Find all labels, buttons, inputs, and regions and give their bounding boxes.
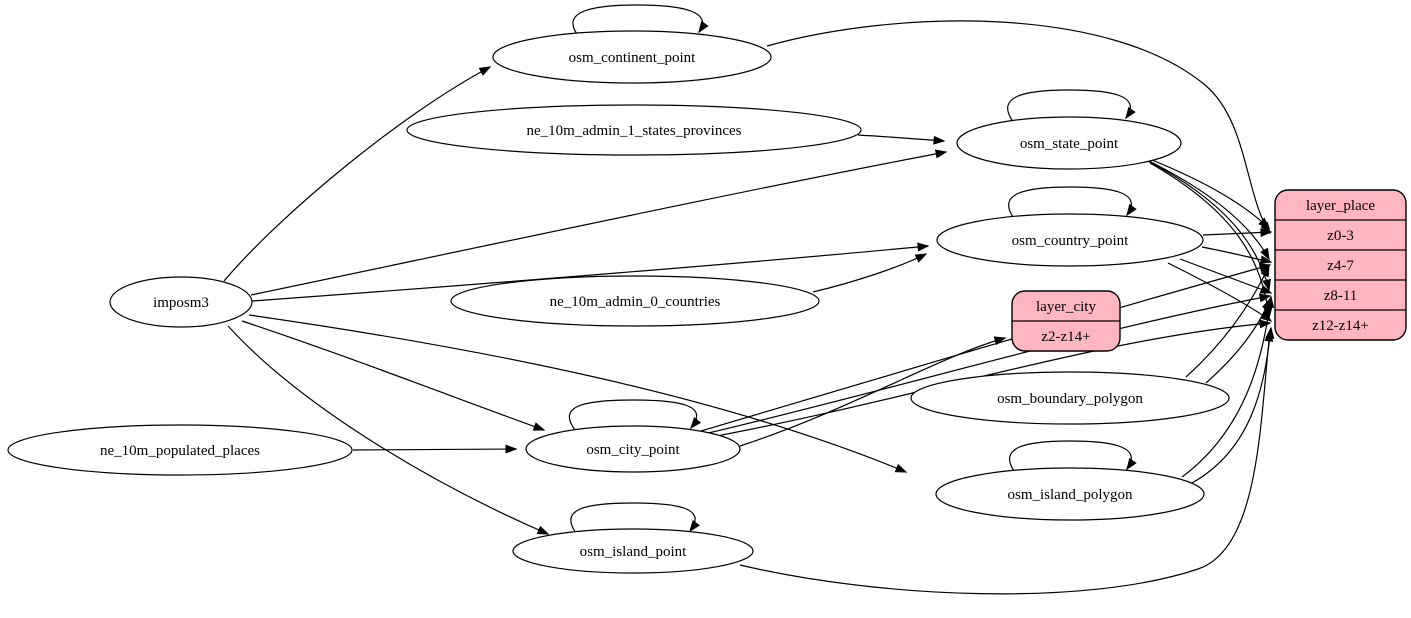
- edge-osm_state_point-to-osm_state_point: [1007, 89, 1136, 121]
- node-shape-osm_continent_point: [492, 30, 772, 84]
- edge-osm_city_point-to-layer_place-z12-z14+: [705, 319, 1272, 439]
- node-shape-osm_city_point: [525, 425, 741, 473]
- edge-osm_island_polygon-to-layer_place-z8-11: [1181, 295, 1275, 478]
- edge-osm_continent_point-to-osm_continent_point: [572, 4, 709, 35]
- edge-ne_10m_admin_1_states_provinces-to-osm_state_point: [857, 134, 946, 145]
- edge-osm_city_point-to-layer_place-z4-7: [700, 263, 1272, 432]
- node-osm_boundary_polygon: osm_boundary_polygon: [910, 371, 1230, 425]
- node-shape-osm_island_point: [512, 528, 754, 574]
- node-ne_10m_populated_places: ne_10m_populated_places: [7, 424, 353, 476]
- edge-osm_boundary_polygon-to-layer_place-z4-7: [1185, 264, 1270, 378]
- node-label-osm_continent_point: osm_continent_point: [569, 50, 696, 66]
- node-label-imposm3: imposm3: [153, 295, 209, 311]
- edge-osm_city_point-to-osm_city_point: [568, 399, 702, 431]
- edge-imposm3-to-osm_island_point: [227, 325, 550, 535]
- node-label-osm_state_point: osm_state_point: [1020, 136, 1119, 152]
- edge-osm_state_point-to-layer_place-z4-7: [1144, 158, 1270, 261]
- node-osm_continent_point: osm_continent_point: [492, 30, 772, 84]
- record-row-layer_place-z12-z14+: z12-z14+: [1312, 318, 1369, 334]
- node-label-osm_city_point: osm_city_point: [586, 442, 680, 458]
- node-label-osm_island_point: osm_island_point: [580, 544, 688, 560]
- record-row-layer_city-layer_city: layer_city: [1036, 299, 1096, 315]
- node-label-ne_10m_admin_1_states_provinces: ne_10m_admin_1_states_provinces: [527, 123, 742, 139]
- node-imposm3: imposm3: [109, 276, 253, 328]
- node-shape-ne_10m_populated_places: [7, 424, 353, 476]
- node-label-ne_10m_populated_places: ne_10m_populated_places: [100, 443, 260, 459]
- node-osm_country_point: osm_country_point: [936, 213, 1204, 267]
- node-osm_island_polygon: osm_island_polygon: [935, 467, 1205, 521]
- record-row-layer_city-z2-z14+: z2-z14+: [1041, 329, 1090, 345]
- node-osm_island_point: osm_island_point: [512, 528, 754, 574]
- record-row-layer_place-z0-3: z0-3: [1327, 228, 1354, 244]
- node-shape-osm_boundary_polygon: [910, 371, 1230, 425]
- edge-osm_island_polygon-to-osm_island_polygon: [1008, 440, 1137, 472]
- node-label-osm_island_polygon: osm_island_polygon: [1007, 487, 1133, 503]
- node-shape-osm_island_polygon: [935, 467, 1205, 521]
- node-label-ne_10m_admin_0_countries: ne_10m_admin_0_countries: [550, 294, 721, 310]
- record-layer_place: layer_place z0-3 z4-7 z8-11 z12-z14+: [1274, 189, 1407, 341]
- edge-imposm3-to-osm_island_polygon: [248, 314, 908, 473]
- record-layer_city: layer_city z2-z14+: [1011, 290, 1121, 352]
- node-shape-imposm3: [109, 276, 253, 328]
- record-row-layer_place-z8-11: z8-11: [1324, 288, 1358, 304]
- node-osm_city_point: osm_city_point: [525, 425, 741, 473]
- edge-osm_island_point-to-layer_place-z12-z14+: [739, 329, 1274, 595]
- edge-osm_state_point-to-layer_place-z0-3: [1141, 155, 1271, 230]
- node-label-osm_country_point: osm_country_point: [1012, 233, 1129, 249]
- edge-imposm3-to-osm_country_point: [251, 242, 930, 302]
- edge-osm_country_point-to-layer_place-z12-z14+: [1167, 262, 1273, 322]
- node-shape-osm_state_point: [956, 116, 1182, 170]
- edge-imposm3-to-osm_city_point: [241, 320, 546, 431]
- edge-osm_continent_point-to-layer_place-z0-3: [766, 20, 1271, 235]
- edge-imposm3-to-osm_state_point: [250, 149, 948, 296]
- node-shape-osm_country_point: [936, 213, 1204, 267]
- edge-osm_country_point-to-layer_place-z0-3: [1202, 227, 1273, 237]
- record-row-layer_place-z4-7: z4-7: [1327, 258, 1354, 274]
- edge-imposm3-to-osm_continent_point: [223, 66, 492, 282]
- node-label-osm_boundary_polygon: osm_boundary_polygon: [997, 391, 1143, 407]
- edge-ne_10m_populated_places-to-osm_city_point: [352, 444, 518, 454]
- record-row-layer_place-layer_place: layer_place: [1306, 198, 1375, 214]
- record-shape-layer_place: [1274, 189, 1407, 341]
- edge-osm_city_point-to-layer_place-z8-11: [703, 293, 1272, 435]
- edge-osm_island_point-to-osm_island_point: [570, 502, 700, 534]
- node-shape-ne_10m_admin_1_states_provinces: [406, 104, 862, 156]
- edge-osm_country_point-to-layer_place-z4-7: [1201, 246, 1273, 265]
- edge-osm_boundary_polygon-to-layer_place-z8-11: [1205, 297, 1271, 384]
- edge-osm_city_point-to-layer_city-z2-z14+: [739, 336, 1007, 447]
- node-ne_10m_admin_0_countries: ne_10m_admin_0_countries: [450, 275, 820, 327]
- edge-osm_country_point-to-osm_country_point: [1008, 186, 1137, 218]
- node-ne_10m_admin_1_states_provinces: ne_10m_admin_1_states_provinces: [406, 104, 862, 156]
- node-osm_state_point: osm_state_point: [956, 116, 1182, 170]
- node-shape-ne_10m_admin_0_countries: [450, 275, 820, 327]
- edge-ne_10m_admin_0_countries-to-osm_country_point: [812, 253, 928, 293]
